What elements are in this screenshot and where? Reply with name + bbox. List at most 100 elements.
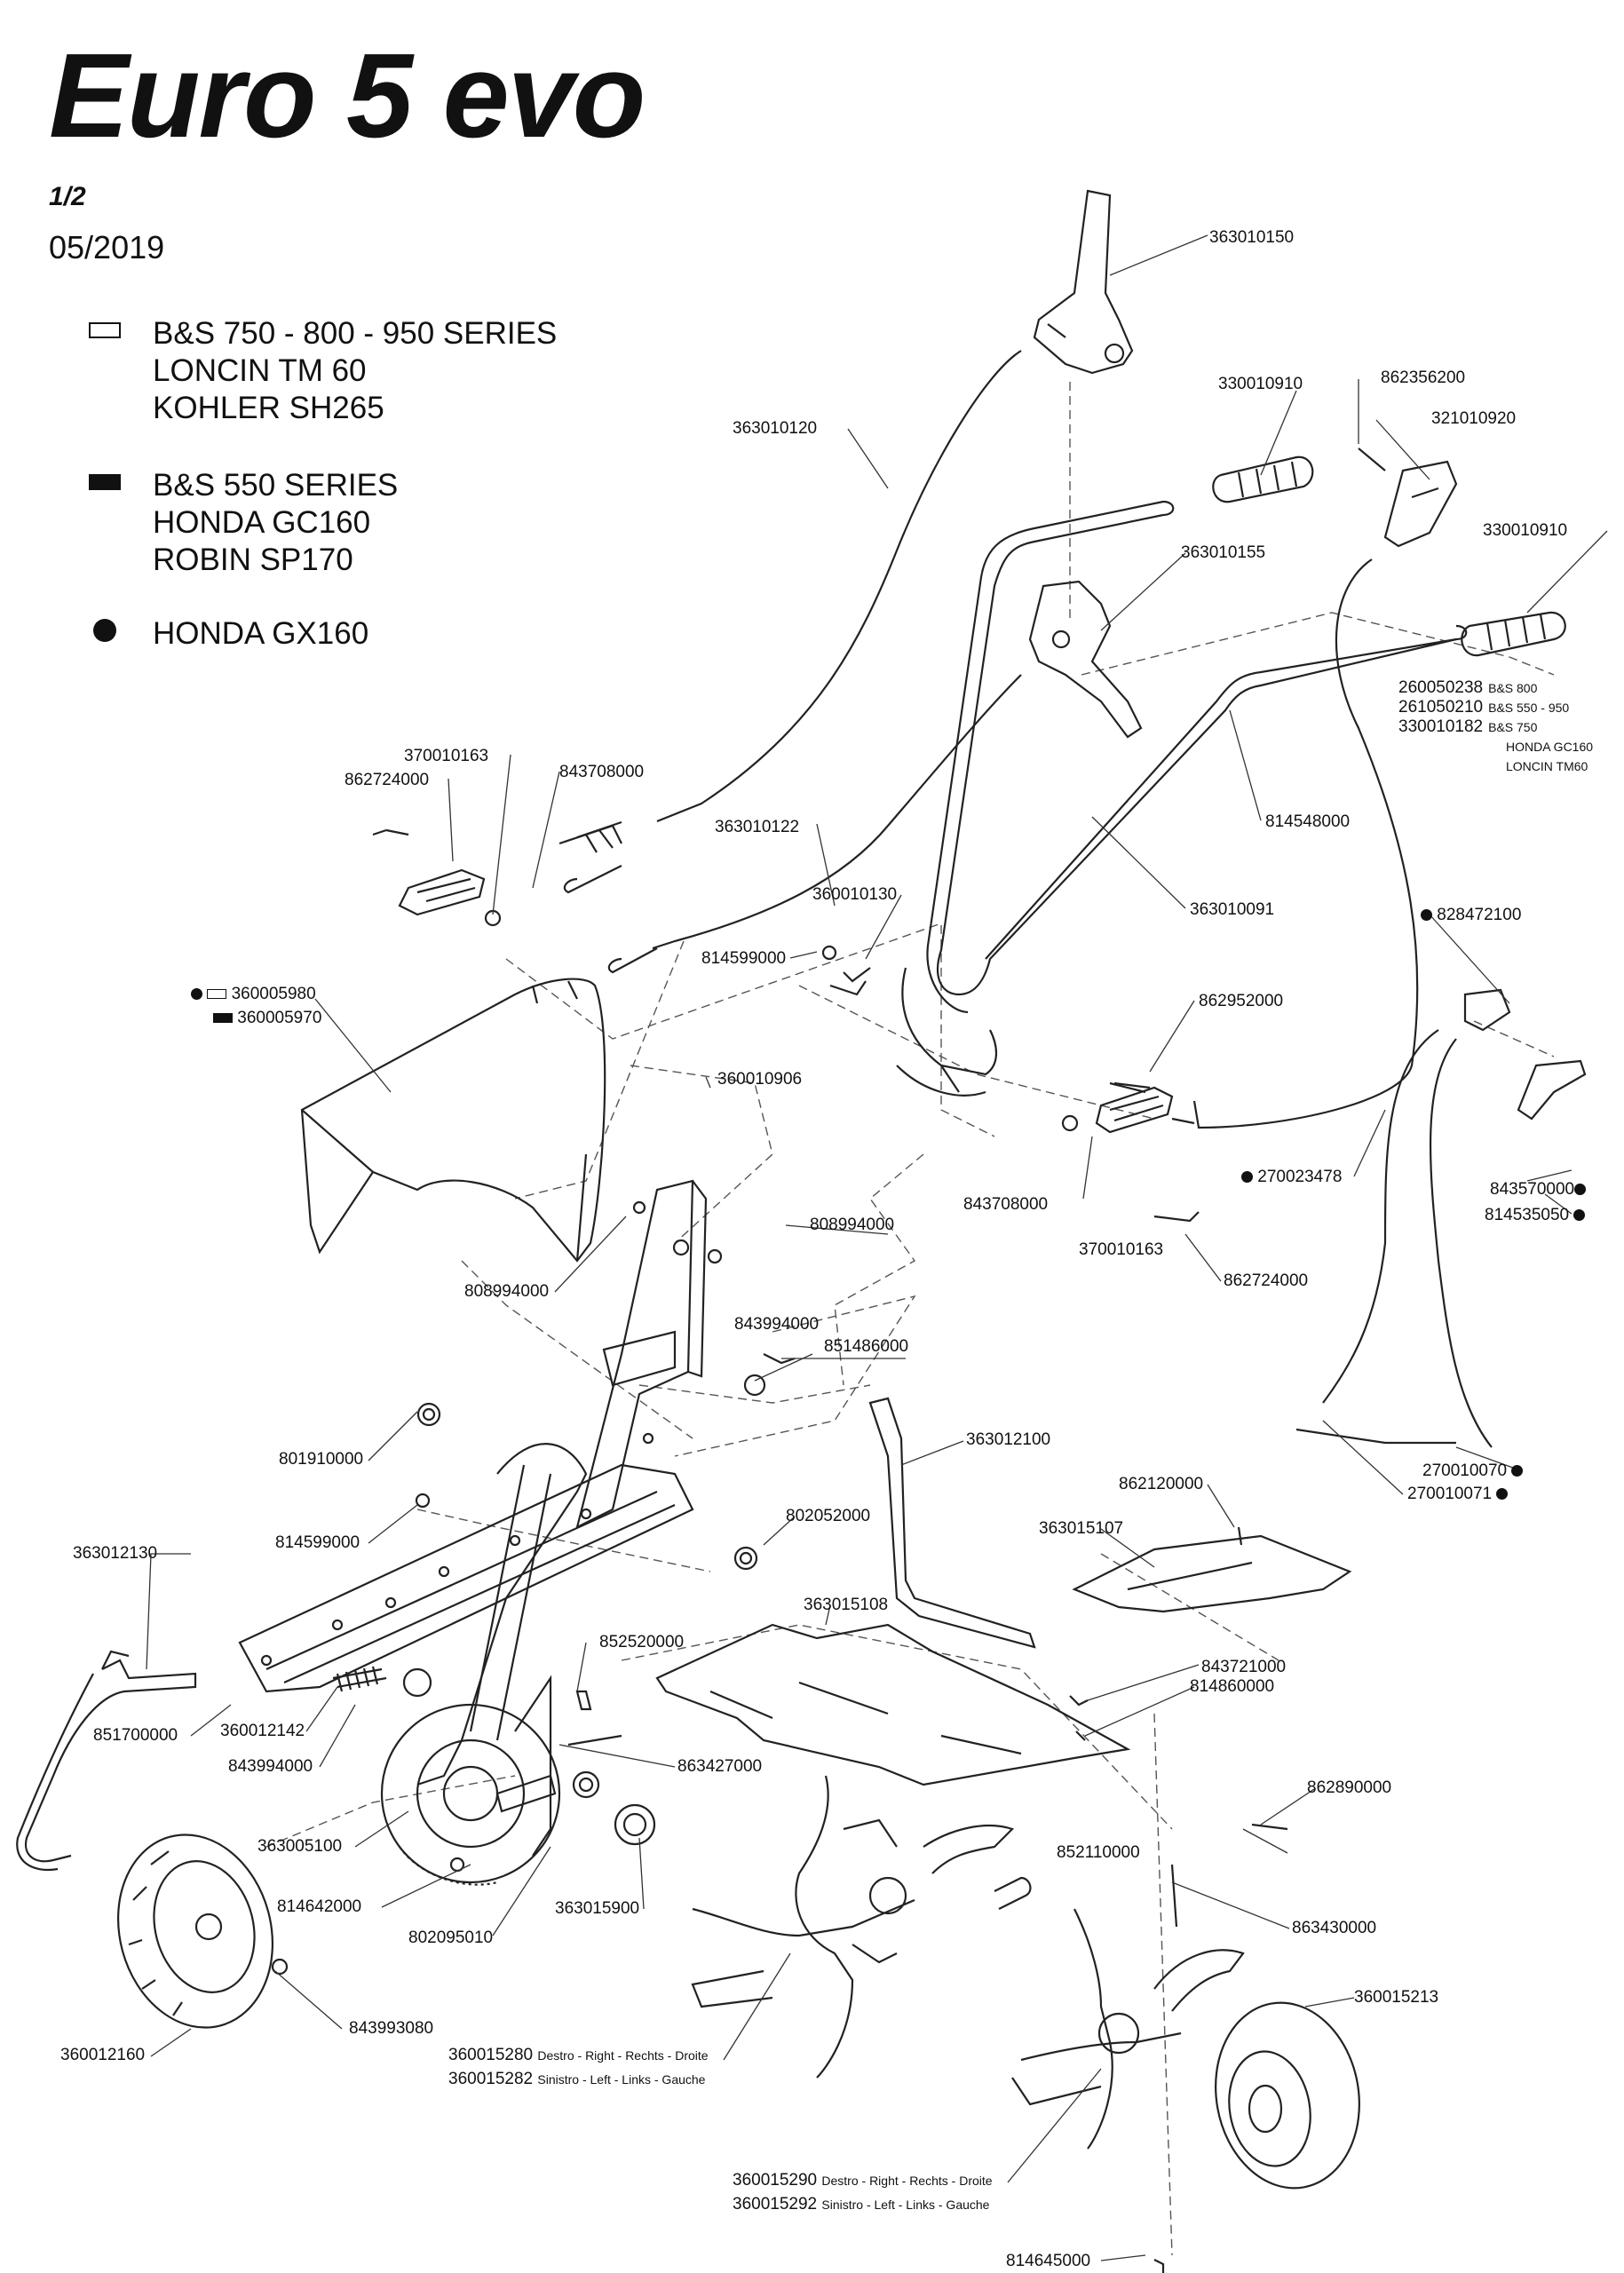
- part-code: 360015292: [733, 2195, 818, 2214]
- part-label: 814535050: [1485, 1206, 1586, 1224]
- part-label: 370010163: [404, 747, 489, 765]
- part-label: 363005100: [257, 1837, 343, 1856]
- shield-363015108: [655, 1623, 1131, 1786]
- handlebar: [896, 500, 1468, 1097]
- part-label: 814860000: [1190, 1677, 1275, 1696]
- part-label: 360010906: [717, 1070, 803, 1089]
- front-wheel: [117, 1833, 273, 2029]
- part-label: 360005980: [191, 986, 316, 1002]
- honda-gx160-marker-icon: [1241, 1171, 1253, 1184]
- part-label: 330010910: [1218, 375, 1303, 393]
- honda-gx160-marker-icon: [1511, 1465, 1524, 1477]
- front-wheel-arm: [16, 1650, 197, 1872]
- legend-line: LONCIN TM 60: [153, 353, 367, 388]
- engine-cover: [300, 978, 606, 1263]
- part-label: 363015108: [804, 1596, 889, 1614]
- engine-variant-row: LONCIN TM60: [1398, 756, 1593, 776]
- spring: [332, 1666, 432, 1698]
- shield-363015107: [1072, 1534, 1352, 1613]
- honda-gx160-marker-icon: [1573, 1209, 1586, 1222]
- part-label: 270010070: [1422, 1461, 1524, 1480]
- part-label: 363010120: [733, 419, 818, 438]
- engine-variant-row: HONDA GC160: [1398, 737, 1593, 756]
- honda-gx160-marker-icon: [1496, 1488, 1509, 1501]
- part-label: 862952000: [1199, 992, 1284, 1010]
- filled-circle-icon: [93, 619, 116, 642]
- filled-rectangle-icon: [89, 474, 121, 490]
- part-label: 814548000: [1265, 812, 1351, 831]
- part-label: 852520000: [599, 1633, 685, 1651]
- legend-line: KOHLER SH265: [153, 391, 384, 425]
- legend-line: B&S 750 - 800 - 950 SERIES: [153, 316, 558, 351]
- tines-left: [691, 1775, 1015, 2079]
- part-label: 843993080: [349, 2019, 434, 2038]
- part-label: 360005970: [213, 1010, 321, 1026]
- cable-connectors: [1463, 988, 1587, 1121]
- part-label: 363012100: [966, 1430, 1051, 1449]
- part-label: 360012142: [220, 1722, 305, 1740]
- honda-gx160-marker-icon: [1574, 1184, 1587, 1196]
- part-label: 862724000: [1224, 1271, 1309, 1290]
- part-label: 360015292 Sinistro - Left - Links - Gauc…: [733, 2196, 989, 2213]
- part-label: 363010122: [715, 818, 800, 836]
- part-label: 808994000: [810, 1216, 895, 1234]
- part-label: 862120000: [1119, 1475, 1204, 1493]
- part-code: 814535050: [1485, 1206, 1570, 1224]
- revision-date: 05/2019: [49, 229, 165, 265]
- leader-lines: [146, 234, 1608, 2261]
- part-code: 828472100: [1437, 906, 1522, 924]
- engine-variant-name: HONDA GC160: [1506, 740, 1594, 754]
- part-label: 843570000: [1490, 1180, 1587, 1199]
- part-label: 363015900: [555, 1899, 640, 1918]
- engine-variant-code: 260050238: [1398, 678, 1484, 697]
- part-note: Sinistro - Left - Links - Gauche: [821, 2198, 990, 2212]
- legend-line: B&S 550 SERIES: [153, 468, 399, 503]
- honda-gx160-marker-icon: [191, 988, 202, 1001]
- control-lever: [1033, 189, 1134, 375]
- part-note: Destro - Right - Rechts - Droite: [821, 2174, 993, 2188]
- cables: [558, 350, 1493, 1448]
- part-label: 363010150: [1209, 228, 1295, 247]
- sheet-number: 1/2: [49, 182, 86, 211]
- engine-variant-name: B&S 550 - 950: [1488, 701, 1570, 715]
- part-label: 802095010: [408, 1928, 494, 1947]
- part-label: 863430000: [1292, 1919, 1377, 1937]
- frame-column: [575, 1179, 708, 1530]
- clamp-assembly: [1358, 447, 1458, 548]
- part-label: 363012130: [73, 1544, 158, 1563]
- handle-grips: [1212, 455, 1566, 657]
- part-label: 363010155: [1181, 543, 1266, 562]
- part-label: 843708000: [559, 763, 645, 781]
- part-label: 360015280 Destro - Right - Rechts - Droi…: [448, 2047, 709, 2063]
- part-label: 808994000: [464, 1282, 550, 1301]
- part-code: 360015280: [448, 2046, 534, 2064]
- outline-rectangle-icon: [89, 322, 121, 338]
- engine-variant-name: B&S 800: [1488, 681, 1538, 695]
- part-label: 851700000: [93, 1726, 178, 1745]
- honda-gx160-marker-icon: [1421, 909, 1432, 922]
- legend-line: HONDA GC160: [153, 505, 371, 540]
- part-label: 270010071: [1407, 1485, 1509, 1503]
- part-code: 843570000: [1490, 1180, 1575, 1199]
- part-label: 360012160: [60, 2046, 146, 2064]
- part-label: 814642000: [277, 1897, 362, 1916]
- part-label: 843994000: [228, 1757, 313, 1776]
- part-label: 843994000: [734, 1315, 820, 1334]
- part-code: 270010071: [1407, 1485, 1493, 1503]
- filled-rectangle-marker-icon: [213, 1013, 233, 1024]
- part-code: 360015282: [448, 2070, 534, 2088]
- part-note: Sinistro - Left - Links - Gauche: [537, 2072, 706, 2087]
- part-label: 843708000: [963, 1195, 1049, 1214]
- part-code: 270010070: [1422, 1461, 1508, 1480]
- mid-lever: [1028, 580, 1143, 739]
- part-code: 360005980: [231, 985, 316, 1003]
- engine-variant-name: LONCIN TM60: [1506, 759, 1588, 773]
- part-code: 270023478: [1257, 1168, 1343, 1186]
- depth-rod: [868, 1397, 1036, 1649]
- tines-right: [1011, 1908, 1245, 2150]
- legend-line: ROBIN SP170: [153, 543, 353, 577]
- gearbox-hub: [380, 1703, 561, 1886]
